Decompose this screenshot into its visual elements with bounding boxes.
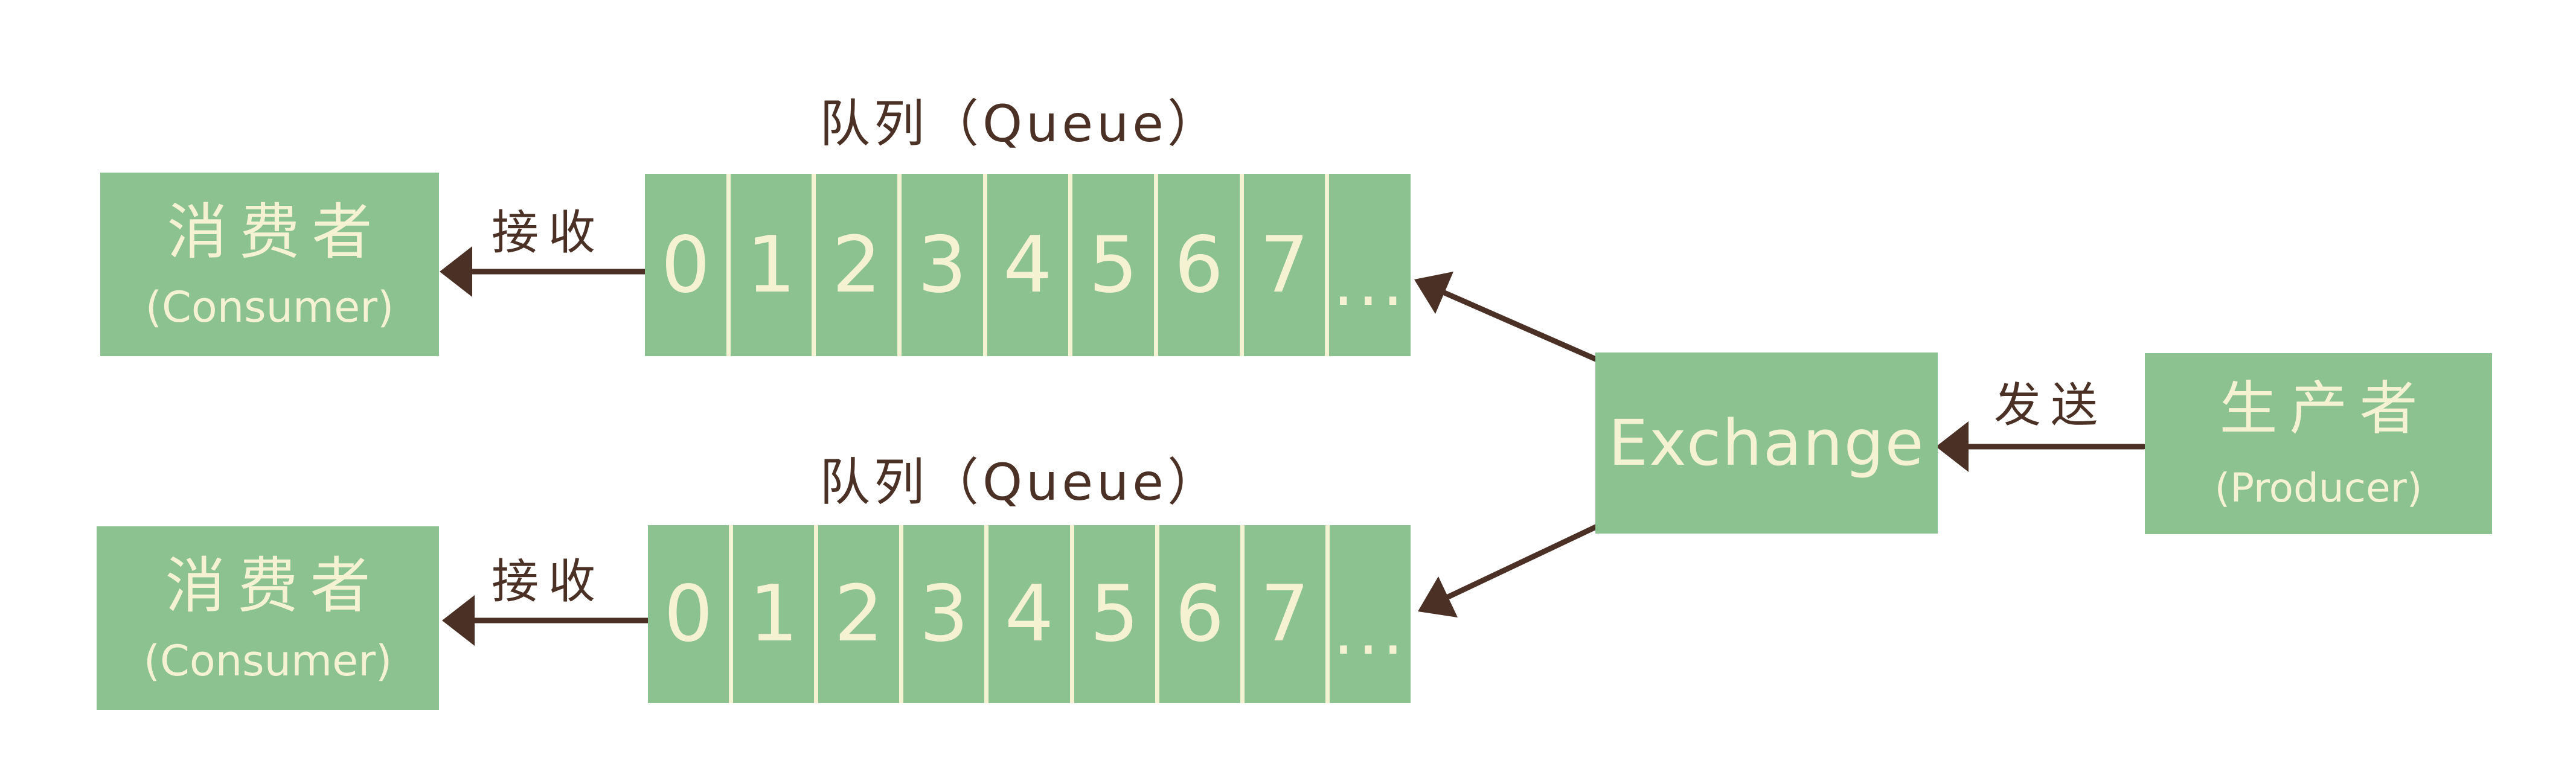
queue-top-cell-1: 1 [731,174,816,356]
queue-top-cell-0: 0 [645,174,731,356]
queue-bottom-cell-ellipsis: ... [1333,592,1408,669]
exchange-label: Exchange [1608,406,1925,480]
arrowhead-receive-bottom [442,595,475,646]
queue-bottom: 0 1 2 3 4 5 6 7 ... [648,525,1411,703]
queue-bottom-cell-5: 5 [1074,525,1159,703]
consumer-bottom-subtitle: (Consumer) [143,636,392,686]
consumer-top-title: 消费者 [167,196,385,267]
queue-bottom-cell-2: 2 [818,525,904,703]
exchange-box: Exchange [1595,352,1938,534]
producer-box: 生产者 (Producer) [2145,353,2492,534]
queue-bottom-cell-1: 1 [733,525,819,703]
producer-title: 生产者 [2219,374,2430,442]
producer-subtitle: (Producer) [2214,465,2423,512]
arrow-send [1936,421,2147,472]
consumer-bottom-title: 消费者 [165,550,383,621]
queue-top-cell-3: 3 [902,174,987,356]
queue-bottom-cell-4: 4 [988,525,1074,703]
consumer-top-box: 消费者 (Consumer) [100,173,439,356]
queue-bottom-cell-7: 7 [1245,525,1330,703]
queue-top-cell-5: 5 [1072,174,1159,356]
queue-bottom-cell-6: 6 [1159,525,1245,703]
receive-bottom-label: 接收 [491,555,605,609]
arrow-receive-bottom [442,595,651,646]
queue-top-cell-4: 4 [987,174,1073,356]
arrow-receive-top [440,246,648,297]
queue-top-label: 队列（Queue） [819,94,1222,153]
arrowhead-receive-top [440,246,472,297]
arrowhead-exchange-to-queue-bottom [1418,576,1458,617]
queue-bottom-cell-3: 3 [903,525,989,703]
send-label: 发送 [1993,378,2107,433]
queue-top-cell-ellipsis: ... [1333,243,1408,321]
queue-top-cell-6: 6 [1158,174,1244,356]
queue-top: 0 1 2 3 4 5 6 7 ... [645,174,1411,356]
consumer-top-subtitle: (Consumer) [145,282,394,332]
arrowhead-send [1936,421,1969,472]
receive-top-label: 接收 [491,206,605,260]
queue-bottom-label: 队列（Queue） [819,453,1222,512]
queue-top-cell-2: 2 [816,174,902,356]
arrow-exchange-to-queue-top [1414,272,1600,363]
consumer-bottom-box: 消费者 (Consumer) [97,526,439,710]
queue-bottom-cell-0: 0 [648,525,734,703]
arrow-exchange-to-queue-bottom [1418,523,1600,617]
queue-top-cell-7: 7 [1244,174,1330,356]
arrowhead-exchange-to-queue-top [1414,272,1453,314]
